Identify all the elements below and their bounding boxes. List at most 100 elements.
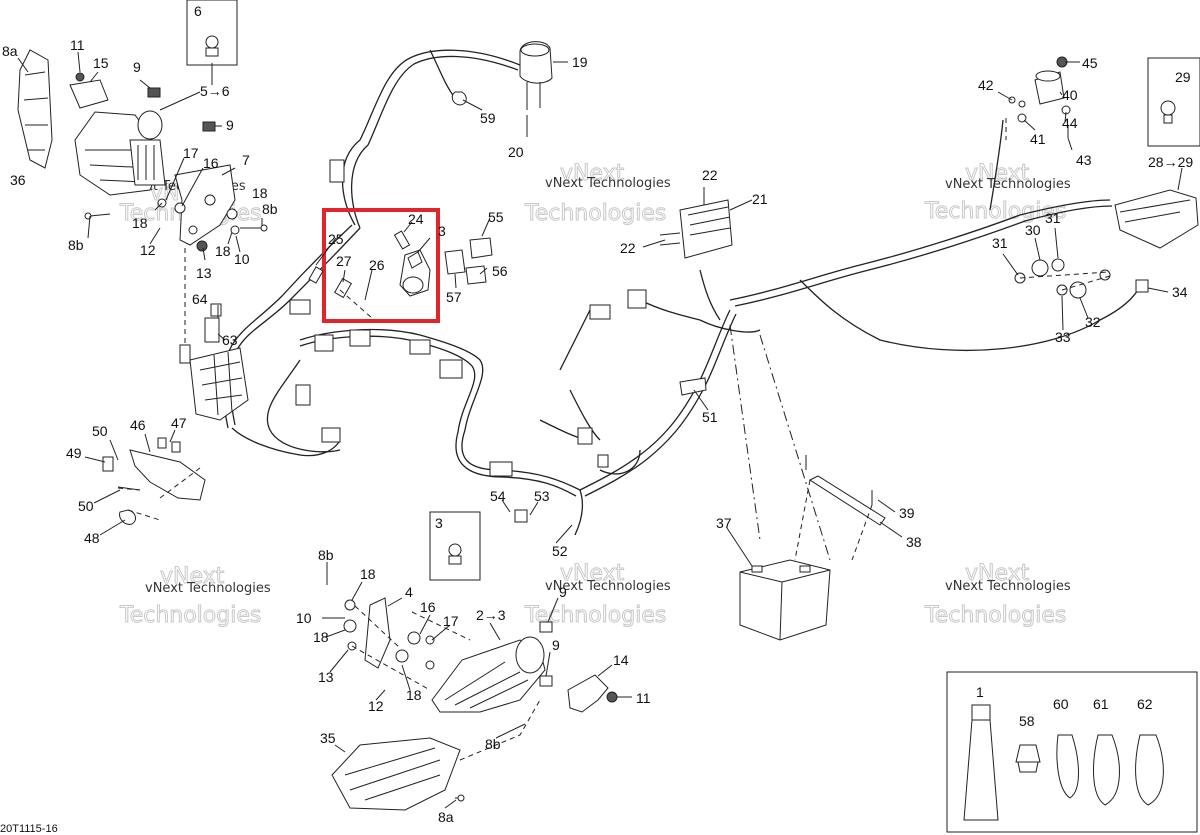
callout-60: 60 <box>1053 696 1069 712</box>
battery-strap-38 <box>808 475 886 526</box>
callout-8a-top: 8a <box>2 43 18 59</box>
callout-17-low: 17 <box>443 613 459 629</box>
callout-36: 36 <box>10 172 26 188</box>
bulb-box-29 <box>1147 57 1200 147</box>
callout-3-top: 3 <box>438 223 446 239</box>
battery-37 <box>739 559 831 641</box>
callout-28-29: 28→29 <box>1148 154 1193 170</box>
callout-53: 53 <box>534 488 550 504</box>
strap-62 <box>1135 734 1164 806</box>
callout-13-top: 13 <box>196 265 212 281</box>
callout-33: 33 <box>1055 329 1071 345</box>
callout-7: 7 <box>242 152 250 168</box>
callout-labels: 8a 11 15 9 5→6 9 36 17 16 7 18 8b 18 8b … <box>2 3 1193 825</box>
callout-39: 39 <box>899 505 915 521</box>
callout-59: 59 <box>480 110 496 126</box>
bracket-15 <box>69 79 109 109</box>
callout-50-a: 50 <box>92 423 108 439</box>
callout-27: 27 <box>336 253 352 269</box>
callout-34: 34 <box>1172 284 1188 300</box>
callout-1: 1 <box>976 684 984 700</box>
callout-54: 54 <box>490 488 506 504</box>
callout-4: 4 <box>405 584 413 600</box>
watermark-top-center: vNext Technologies <box>545 176 671 191</box>
connector-34 <box>1135 279 1149 293</box>
callout-11-low: 11 <box>636 690 651 706</box>
assembly-lines <box>117 118 1111 761</box>
callout-9-top: 9 <box>133 59 141 75</box>
connector-55 <box>469 237 493 259</box>
callout-48: 48 <box>84 530 100 546</box>
callout-22-top: 22 <box>702 167 718 183</box>
headlamp-connector-block <box>129 139 166 186</box>
watermark-bottom-left-big: Technologies <box>119 603 261 628</box>
callout-13-low: 13 <box>318 669 334 685</box>
connector-27 <box>333 277 353 299</box>
leader-lines <box>17 51 1183 809</box>
callout-61: 61 <box>1093 696 1109 712</box>
watermarks: vNext vNext Technologies Technologies vN… <box>119 161 1071 629</box>
watermark-bottom-center-vnext: vNext <box>560 561 625 586</box>
main-wiring-harness <box>222 49 1143 536</box>
callout-18-top: 18 <box>252 185 268 201</box>
nut-11-lower <box>606 691 618 703</box>
callout-9-low2: 9 <box>552 637 560 653</box>
clip-51 <box>679 377 707 396</box>
callout-18-mid: 18 <box>132 215 148 231</box>
callout-3-box: 3 <box>435 515 443 531</box>
strap-61 <box>1093 734 1120 806</box>
callout-20: 20 <box>508 144 524 160</box>
watermark-top-center-big: Technologies <box>524 201 666 226</box>
headlamp-lens-36 <box>17 49 53 169</box>
callout-37: 37 <box>716 515 732 531</box>
callout-42: 42 <box>978 77 994 93</box>
callout-29: 29 <box>1175 69 1191 85</box>
clip-9-mid <box>202 121 216 132</box>
callout-18-low3: 18 <box>406 687 422 703</box>
clip-9-lower <box>539 621 553 633</box>
watermark-bottom-right-vnext: vNext <box>965 561 1030 586</box>
callout-12-top: 12 <box>140 242 156 258</box>
watermark-bottom-left: vNext Technologies <box>145 581 271 596</box>
callout-8a-bottom: 8a <box>438 809 454 825</box>
bracket-46 <box>129 449 206 501</box>
tail-light-28 <box>1114 189 1199 249</box>
callout-47: 47 <box>171 415 187 431</box>
callout-32: 32 <box>1085 314 1101 330</box>
callout-8b-low: 8b <box>318 547 334 563</box>
callout-10-top: 10 <box>234 251 250 267</box>
callout-45: 45 <box>1082 55 1098 71</box>
callout-18-low2: 18 <box>313 629 329 645</box>
callout-5-6: 5→6 <box>200 83 230 99</box>
watermark-top-center-vnext: vNext <box>560 161 625 186</box>
callout-30: 30 <box>1025 222 1041 238</box>
callout-58: 58 <box>1019 713 1035 729</box>
connector-56 <box>465 265 487 285</box>
callout-41: 41 <box>1030 131 1046 147</box>
callout-8b-left: 8b <box>68 237 84 253</box>
nut-13-top <box>196 240 208 252</box>
strap-60 <box>1056 734 1079 799</box>
callout-38: 38 <box>906 534 922 550</box>
connector-64 <box>210 303 222 317</box>
callout-6: 6 <box>194 3 202 19</box>
headlamp-socket-top <box>137 110 163 140</box>
callout-19: 19 <box>572 54 588 70</box>
callout-16-low: 16 <box>420 599 436 615</box>
pin-25 <box>308 266 324 284</box>
callout-2-3: 2→3 <box>476 607 506 623</box>
callout-21: 21 <box>752 191 768 207</box>
callout-17-top: 17 <box>183 145 199 161</box>
callout-46: 46 <box>130 417 146 433</box>
nut-11-top <box>75 72 85 82</box>
clip-9-lower2 <box>539 675 553 687</box>
diagram-reference-code: 20T1115-16 <box>0 823 58 835</box>
callout-35: 35 <box>320 730 336 746</box>
callout-63: 63 <box>222 332 238 348</box>
connector-57 <box>444 249 466 275</box>
callout-31-b: 31 <box>1045 210 1061 226</box>
callout-15: 15 <box>93 55 109 71</box>
callout-14: 14 <box>613 652 629 668</box>
callout-8b-top: 8b <box>262 201 278 217</box>
